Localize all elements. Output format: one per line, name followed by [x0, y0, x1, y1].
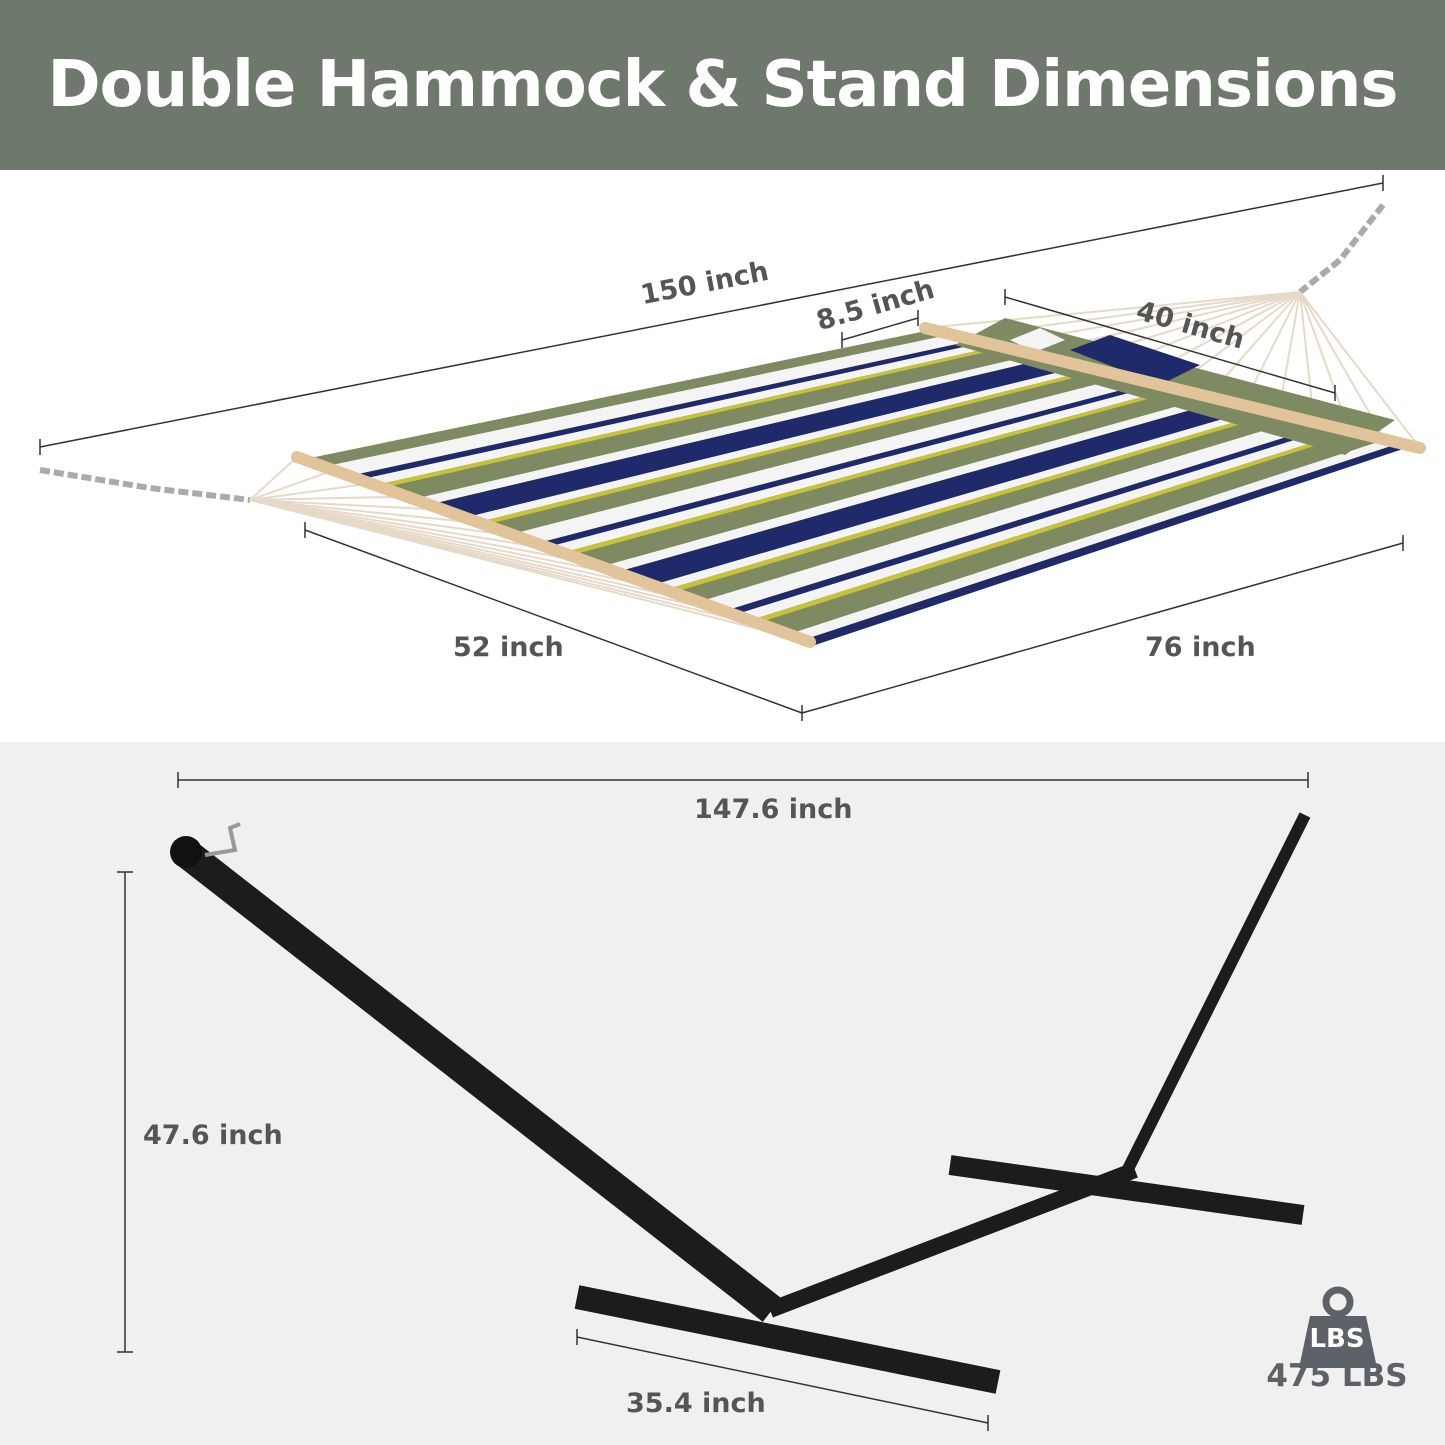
hammock-stripe	[462, 366, 1095, 523]
right-spreader-bar	[919, 322, 1426, 454]
header-banner: Double Hammock & Stand Dimensions	[0, 0, 1445, 170]
hammock-stripe	[722, 424, 1338, 616]
hammock-stripe	[508, 376, 1151, 545]
left-chain	[39, 467, 251, 503]
rope	[249, 499, 554, 551]
dimension-lines	[39, 175, 1404, 1431]
bed-length-label: 76 inch	[1145, 632, 1256, 663]
base-width-label: 35.4 inch	[626, 1388, 766, 1419]
hammock-stripe	[475, 369, 1103, 526]
hammock-stripe	[755, 431, 1389, 635]
page-title: Double Hammock & Stand Dimensions	[47, 48, 1399, 122]
rope	[249, 456, 298, 501]
hammock-stripe	[732, 426, 1352, 621]
hammock-stripe	[426, 358, 1083, 519]
rope	[249, 499, 517, 538]
rope	[249, 482, 371, 501]
hammock-stripe	[482, 370, 1127, 535]
stand-center-beam	[767, 1162, 1138, 1318]
hammock-stripe	[356, 342, 998, 486]
hammock-stripe	[379, 347, 1035, 500]
hammock-stripe	[696, 418, 1328, 612]
hammock-stripe	[544, 384, 1175, 554]
rope	[249, 495, 407, 501]
left-arm-cap	[170, 836, 202, 868]
rope	[924, 291, 1301, 329]
hammock-stripe	[670, 412, 1304, 603]
stand-height-label: 47.6 inch	[143, 1120, 283, 1151]
hammock-stripe	[410, 354, 1049, 506]
hammock-stripe	[560, 388, 1183, 557]
hammock-stripe	[598, 396, 1226, 573]
hook-icon	[204, 822, 241, 857]
hammock-stripe	[534, 382, 1161, 548]
hammock-stripe	[748, 430, 1360, 624]
stand-back-base	[948, 1155, 1305, 1225]
hammock-stripe	[786, 438, 1403, 641]
rope	[249, 469, 334, 501]
weight-icon	[1299, 1286, 1377, 1368]
pillow-stripe	[1070, 335, 1200, 385]
stand-front-base	[574, 1285, 1001, 1394]
stand-right-arm	[1119, 812, 1311, 1178]
rope	[1299, 291, 1421, 449]
hammock-stripe	[567, 389, 1212, 568]
stand-length-label: 147.6 inch	[694, 794, 853, 825]
hammock-stripe	[372, 346, 1006, 489]
hammock-stand	[175, 812, 1311, 1394]
weight-icon-label: LBS	[1309, 1324, 1365, 1354]
right-chain	[1298, 203, 1386, 295]
hammock-bed	[300, 330, 1415, 645]
rope	[249, 499, 444, 511]
hammock-stripe	[650, 408, 1272, 591]
bed-width-label: 52 inch	[453, 632, 564, 663]
hammock-stripe	[346, 340, 984, 481]
rope	[249, 499, 811, 643]
hammock-stripe	[614, 400, 1260, 586]
hammock-stripe	[663, 411, 1280, 594]
weight-capacity: LBS 475 LBS	[1262, 1310, 1412, 1394]
rope	[249, 499, 481, 525]
weight-capacity-value: 475 LBS	[1266, 1358, 1408, 1394]
left-spreader-bar	[291, 451, 816, 648]
stand-left-arm	[175, 840, 782, 1322]
hammock-stripe	[320, 334, 974, 477]
